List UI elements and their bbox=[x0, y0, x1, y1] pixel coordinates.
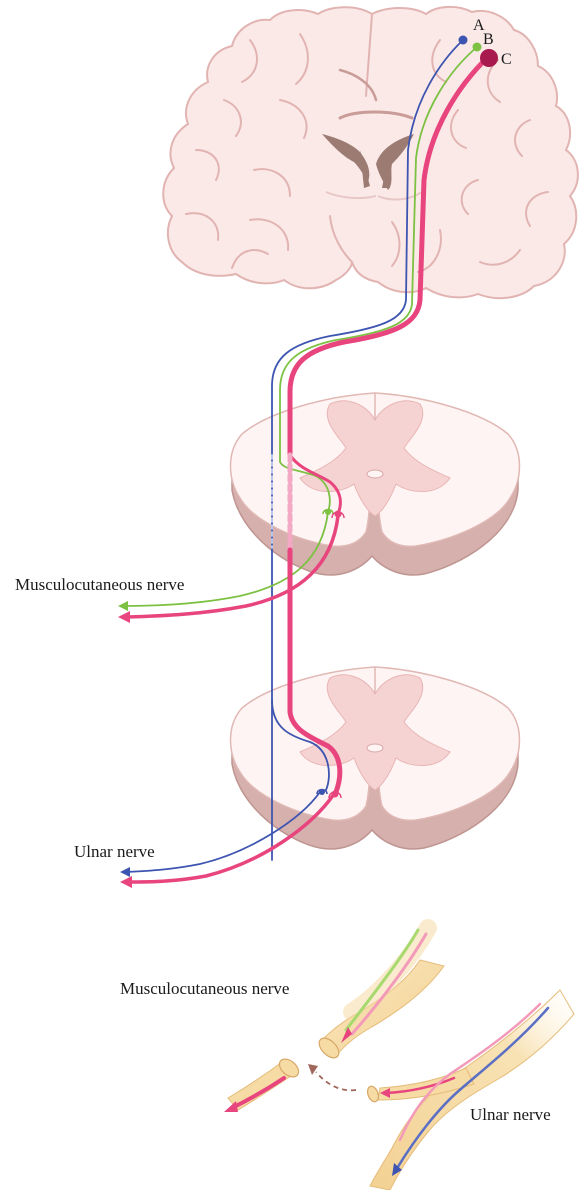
brain-coronal-section bbox=[163, 7, 578, 298]
point-c-marker bbox=[480, 49, 498, 67]
spinal-ulnar-label: Ulnar nerve bbox=[74, 842, 155, 861]
arrowhead-pink-lower bbox=[120, 876, 132, 888]
spinal-cord-section-lower bbox=[231, 667, 520, 849]
arrowhead-pink-upper bbox=[118, 611, 130, 623]
point-b-marker bbox=[473, 43, 482, 52]
transfer-musculocutaneous-label: Musculocutaneous nerve bbox=[120, 979, 289, 998]
point-a-marker bbox=[459, 36, 468, 45]
transfer-dashed-arrow bbox=[316, 1072, 356, 1090]
arrowhead-green bbox=[118, 601, 128, 611]
point-c-label: C bbox=[501, 51, 512, 68]
spinal-cord-section-upper bbox=[231, 393, 520, 575]
point-b-label: B bbox=[483, 31, 494, 48]
transfer-ulnar-label: Ulnar nerve bbox=[470, 1105, 551, 1124]
nerve-transfer-illustration bbox=[224, 928, 574, 1190]
spinal-musculocutaneous-label: Musculocutaneous nerve bbox=[15, 575, 184, 594]
arrowhead-blue bbox=[120, 867, 130, 877]
